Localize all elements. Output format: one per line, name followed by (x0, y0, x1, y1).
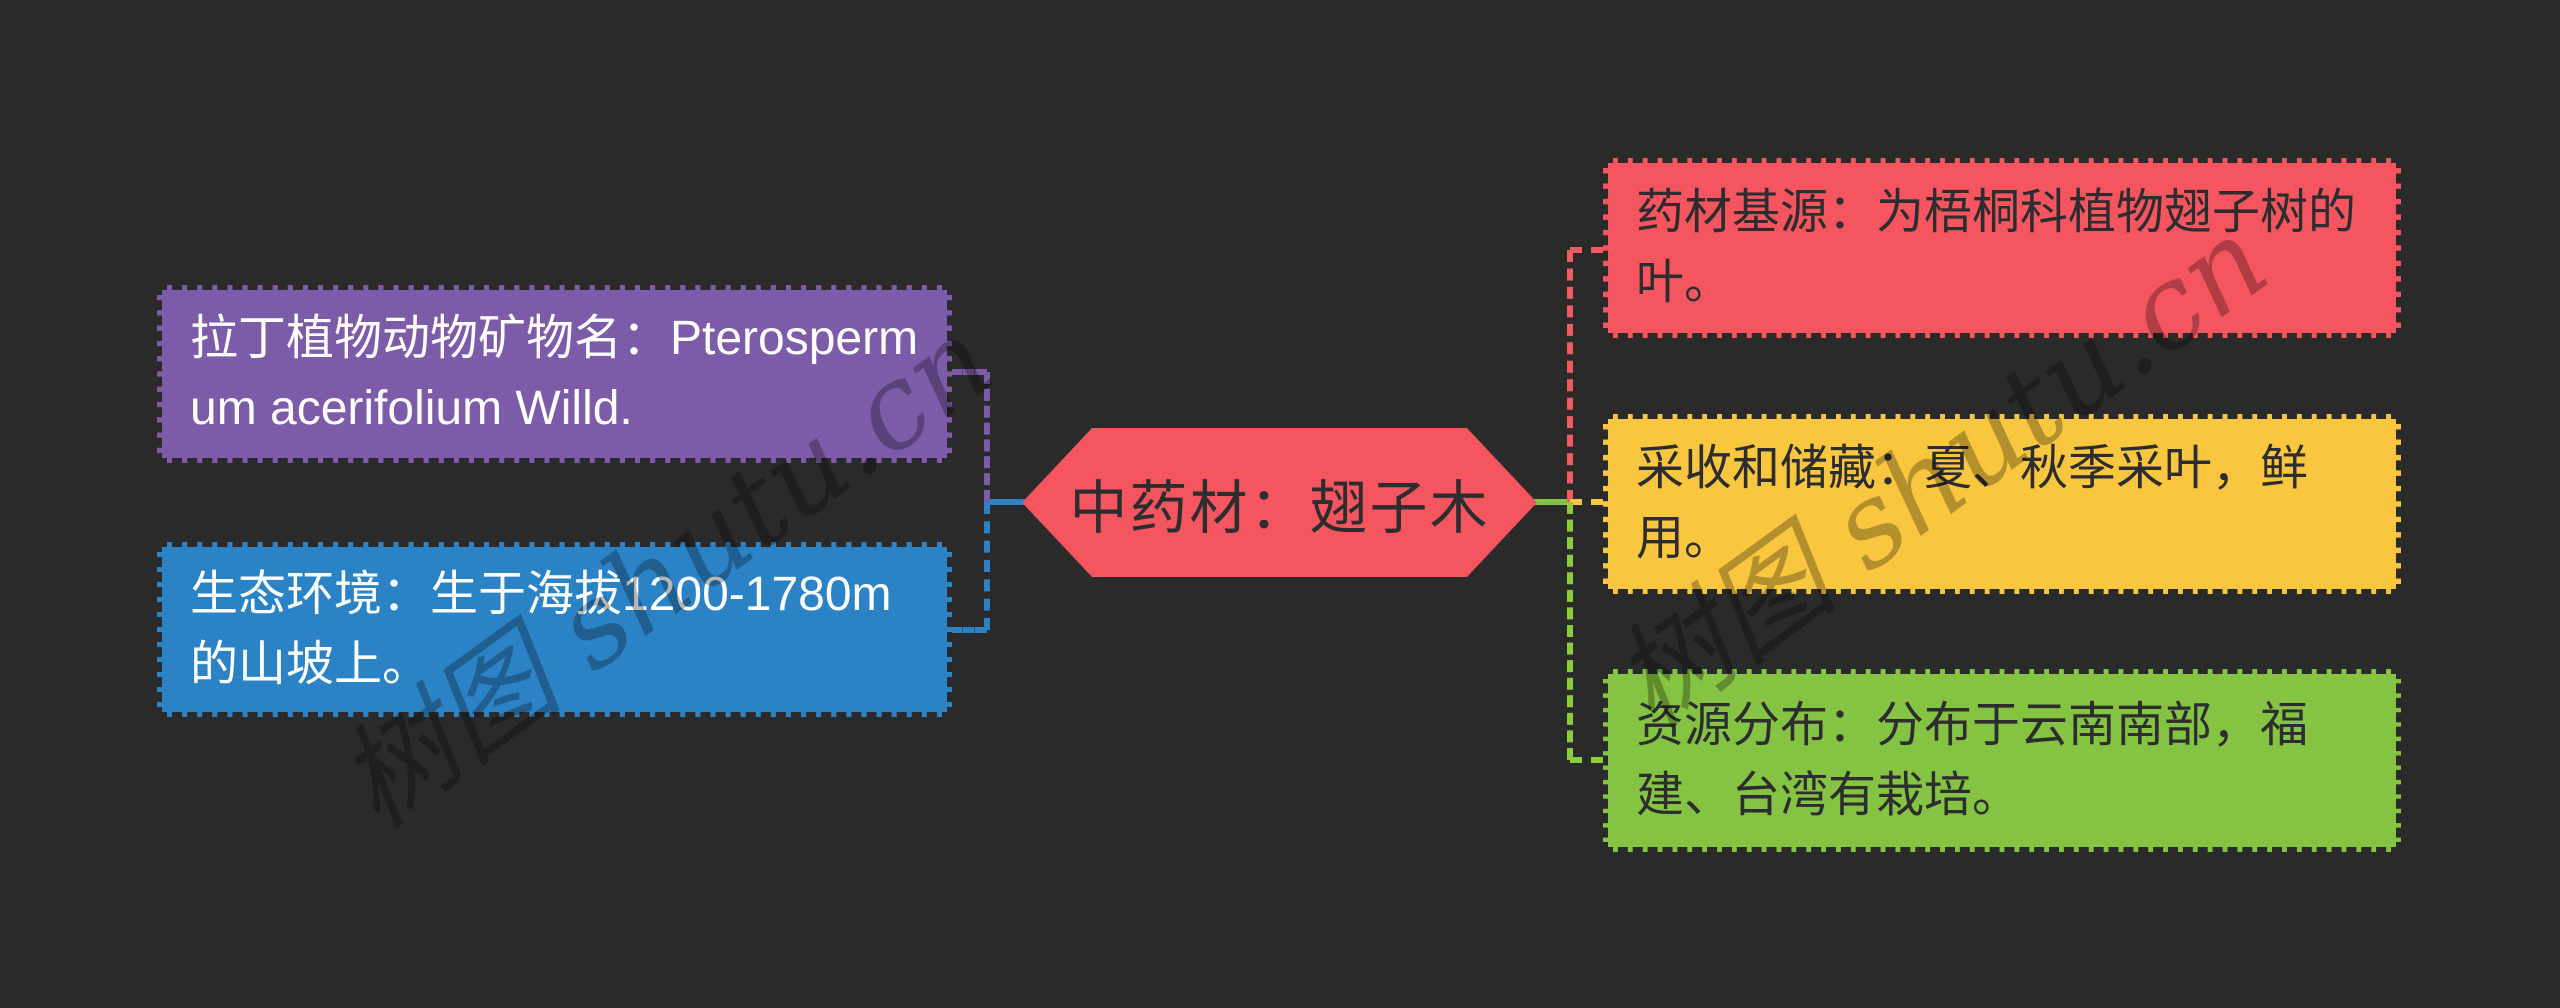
connector-ecology-vertical (984, 502, 990, 630)
node-ecology-label: 生态环境：生于海拔1200-1780m的山坡上。 (190, 567, 892, 691)
connector-material-source-vertical (1567, 250, 1573, 502)
connector-material-source-horizontal (1570, 247, 1603, 253)
connector-latin-name-horizontal (950, 369, 987, 375)
node-central-topic-label: 中药材：翅子木 (1069, 475, 1490, 541)
connector-center-left-trunk (987, 499, 1025, 505)
connector-ecology-horizontal (950, 627, 987, 633)
node-resource-distribution-label: 资源分布：分布于云南南部，福建、台湾有栽培。 (1636, 698, 2309, 822)
connector-center-right-trunk (1534, 499, 1570, 505)
node-latin-name-label: 拉丁植物动物矿物名：Pterospermum acerifolium Willd… (190, 312, 919, 435)
connector-resource-distribution-horizontal (1570, 757, 1603, 763)
node-latin-name[interactable]: 拉丁植物动物矿物名：Pterospermum acerifolium Willd… (157, 285, 952, 463)
connector-harvest-storage-horizontal (1570, 499, 1603, 505)
node-material-source-label: 药材基源：为梧桐科植物翅子树的叶。 (1636, 186, 2357, 309)
node-central-topic[interactable]: 中药材：翅子木 (1022, 428, 1537, 577)
node-resource-distribution[interactable]: 资源分布：分布于云南南部，福建、台湾有栽培。 (1603, 669, 2401, 852)
node-harvest-storage[interactable]: 采收和储藏：夏、秋季采叶，鲜用。 (1603, 414, 2401, 594)
node-harvest-storage-label: 采收和储藏：夏、秋季采叶，鲜用。 (1636, 442, 2309, 565)
connector-latin-name-vertical (984, 372, 990, 502)
connector-resource-distribution-vertical (1567, 502, 1573, 760)
node-ecology[interactable]: 生态环境：生于海拔1200-1780m的山坡上。 (157, 542, 952, 717)
node-material-source[interactable]: 药材基源：为梧桐科植物翅子树的叶。 (1603, 158, 2401, 338)
